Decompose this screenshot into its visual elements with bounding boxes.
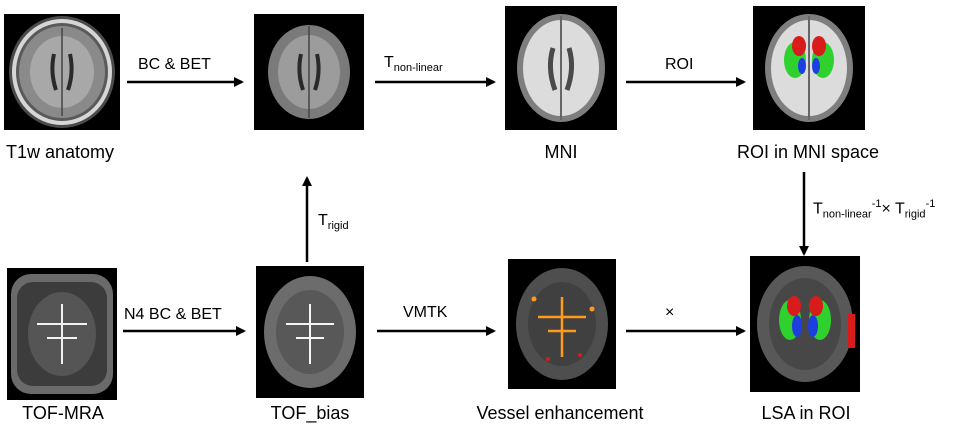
caption-t1w: T1w anatomy [5,142,115,162]
label-inverse-transform: Tnon-linear-1× Trigid-1 [813,198,936,221]
lsa-roi-image [750,256,860,392]
vessel-enhancement-image [508,259,616,389]
caption-roi-mni: ROI in MNI space [736,142,880,162]
label-vmtk: VMTK [403,304,448,321]
caption-tof-bias: TOF_bias [270,403,350,423]
caption-mni: MNI [544,142,578,162]
caption-lsa-roi: LSA in ROI [761,403,851,423]
t1w-anatomy-image [4,14,120,130]
label-n4-bc-bet: N4 BC & BET [124,306,222,323]
label-t-nonlinear: Tnon-linear [384,54,443,75]
tof-mra-image [7,268,117,400]
label-t-rigid: Trigid [318,212,349,233]
caption-vessel-enhancement: Vessel enhancement [476,403,644,423]
caption-tof-mra: TOF-MRA [22,403,104,423]
label-bc-bet: BC & BET [138,56,211,73]
roi-mni-image [753,6,865,130]
t1w-bet-image [254,14,364,130]
label-roi: ROI [665,56,694,73]
tof-bias-image [256,266,364,398]
label-multiply: × [665,304,675,321]
mni-template-image [505,6,617,130]
